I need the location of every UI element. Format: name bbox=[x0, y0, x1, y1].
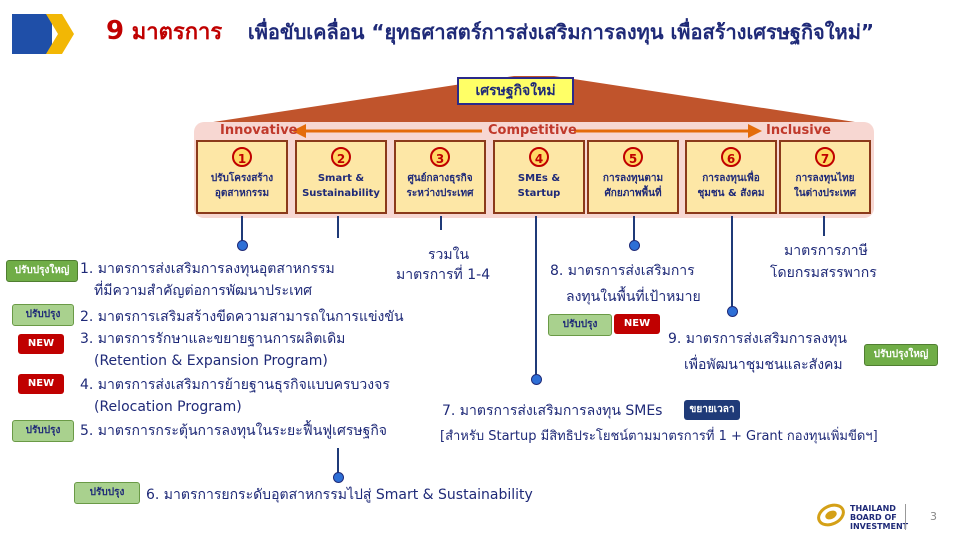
title-number: 9 bbox=[106, 16, 125, 46]
measure-7-line2: [สำหรับ Startup มีสิทธิประโยชน์ตามมาตรกา… bbox=[440, 429, 878, 444]
pillar-2: 2 Smart & Sustainability bbox=[295, 140, 387, 214]
measure-2: 2. มาตรการเสริมสร้างขีดความสามารถในการแข… bbox=[80, 309, 404, 325]
logo-text: THAILAND BOARD OF INVESTMENT bbox=[850, 504, 908, 531]
measure-6: 6. มาตรการยกระดับอุตสาหกรรมไปสู่ Smart &… bbox=[146, 487, 533, 503]
measure-4-line1: 4. มาตรการส่งเสริมการย้ายฐานธุรกิจแบบครบ… bbox=[80, 377, 390, 393]
note-pillar3-line1: รวมใน bbox=[428, 247, 470, 263]
pillar-1: 1 ปรับโครงสร้าง อุตสาหกรรม bbox=[196, 140, 288, 214]
axis-arrow bbox=[292, 124, 762, 138]
axis-center-label: Competitive bbox=[488, 123, 577, 138]
logo-text-line2: BOARD OF bbox=[850, 513, 897, 522]
status-badge-improve: ปรับปรุง bbox=[74, 482, 140, 504]
measure-3-line2: (Retention & Expansion Program) bbox=[94, 353, 328, 369]
pillar-label-line1: ศูนย์กลางธุรกิจ bbox=[407, 173, 473, 184]
pillar-label-line2: ชุมชน & สังคม bbox=[697, 188, 765, 199]
status-badge-improve: ปรับปรุง bbox=[12, 420, 74, 442]
measure-4-line2: (Relocation Program) bbox=[94, 399, 242, 415]
pillar-label-line1: การลงทุนไทย bbox=[795, 173, 855, 184]
status-badge-major: ปรับปรุงใหญ่ bbox=[6, 260, 78, 282]
title-subtitle: เพื่อขับเคลื่อน “ยุทธศาสตร์การส่งเสริมกา… bbox=[247, 20, 875, 44]
connector-line bbox=[241, 216, 243, 242]
pillar-number: 2 bbox=[331, 147, 351, 167]
status-badge-major: ปรับปรุงใหญ่ bbox=[864, 344, 938, 366]
pillar-3: 3 ศูนย์กลางธุรกิจ ระหว่างประเทศ bbox=[394, 140, 486, 214]
connector-line bbox=[440, 216, 442, 230]
pillar-6: 6 การลงทุนเพื่อ ชุมชน & สังคม bbox=[685, 140, 777, 214]
connector-dot bbox=[531, 374, 542, 385]
note-pillar7-line1: มาตรการภาษี bbox=[784, 243, 868, 259]
measure-7-line1: 7. มาตรการส่งเสริมการลงทุน SMEs bbox=[442, 403, 663, 419]
title-main: มาตรการ bbox=[131, 20, 223, 45]
connector-line bbox=[337, 216, 339, 238]
roof-label: เศรษฐกิจใหม่ bbox=[457, 77, 574, 105]
pillar-number: 1 bbox=[232, 147, 252, 167]
connector-line bbox=[633, 216, 635, 242]
logo-text-line1: THAILAND bbox=[850, 504, 896, 513]
pillar-number: 3 bbox=[430, 147, 450, 167]
pillar-label-line2: อุตสาหกรรม bbox=[214, 188, 270, 199]
pillar-label-line2: ในต่างประเทศ bbox=[793, 188, 857, 199]
page-number: 3 bbox=[930, 510, 937, 523]
status-badge-improve: ปรับปรุง bbox=[12, 304, 74, 326]
connector-line bbox=[823, 216, 825, 236]
logo-divider bbox=[905, 504, 906, 530]
pillar-number: 5 bbox=[623, 147, 643, 167]
connector-dot bbox=[333, 472, 344, 483]
pillar-number: 6 bbox=[721, 147, 741, 167]
pillar-label-line1: การลงทุนเพื่อ bbox=[702, 173, 760, 184]
connector-dot bbox=[629, 240, 640, 251]
status-badge-new: NEW bbox=[18, 374, 64, 394]
pillar-number: 7 bbox=[815, 147, 835, 167]
connector-dot bbox=[237, 240, 248, 251]
pillar-4: 4 SMEs & Startup bbox=[493, 140, 585, 214]
pillar-label-line2: Sustainability bbox=[302, 188, 380, 199]
logo-text-line3: INVESTMENT bbox=[850, 522, 909, 531]
boi-logo-icon bbox=[817, 503, 845, 527]
measure-1-line1: 1. มาตรการส่งเสริมการลงทุนอุตสาหกรรม bbox=[80, 261, 335, 277]
pillar-label-line1: Smart & bbox=[317, 173, 365, 184]
note-pillar3-line2: มาตรการที่ 1-4 bbox=[396, 267, 491, 283]
measure-9-line1: 9. มาตรการส่งเสริมการลงทุน bbox=[668, 331, 847, 347]
pillar-7: 7 การลงทุนไทย ในต่างประเทศ bbox=[779, 140, 871, 214]
measure-8-line1: 8. มาตรการส่งเสริมการ bbox=[550, 263, 695, 279]
connector-dot bbox=[727, 306, 738, 317]
measure-8-line2: ลงทุนในพื้นที่เป้าหมาย bbox=[566, 289, 701, 305]
note-pillar7-line2: โดยกรมสรรพากร bbox=[770, 265, 877, 281]
measure-9-line2: เพื่อพัฒนาชุมชนและสังคม bbox=[684, 357, 843, 373]
measure-3-line1: 3. มาตรการรักษาและขยายฐานการผลิตเดิม bbox=[80, 331, 346, 347]
measure-1-line2: ที่มีความสำคัญต่อการพัฒนาประเทศ bbox=[94, 283, 312, 299]
pillar-label-line2: Startup bbox=[517, 188, 561, 199]
measure-5: 5. มาตรการกระตุ้นการลงทุนในระยะฟื้นฟูเศร… bbox=[80, 423, 388, 439]
connector-line bbox=[535, 216, 537, 376]
status-badge-new: NEW bbox=[614, 314, 660, 334]
status-badge-new: NEW bbox=[18, 334, 64, 354]
pillar-label-line1: SMEs & bbox=[517, 173, 561, 184]
chevron-logo-icon bbox=[12, 14, 74, 54]
pillar-label-line1: การลงทุนตาม bbox=[602, 173, 664, 184]
axis-left-label: Innovative bbox=[220, 123, 298, 138]
status-badge-improve: ปรับปรุง bbox=[548, 314, 612, 336]
page-title: 9 มาตรการ เพื่อขับเคลื่อน “ยุทธศาสตร์การ… bbox=[106, 14, 874, 49]
status-badge-extend: ขยายเวลา bbox=[684, 400, 740, 420]
connector-line bbox=[731, 216, 733, 308]
pillar-5: 5 การลงทุนตาม ศักยภาพพื้นที่ bbox=[587, 140, 679, 214]
connector-line bbox=[337, 448, 339, 474]
axis-right-label: Inclusive bbox=[766, 123, 831, 138]
pillar-number: 4 bbox=[529, 147, 549, 167]
pillar-label-line2: ศักยภาพพื้นที่ bbox=[604, 188, 662, 199]
pillar-label-line2: ระหว่างประเทศ bbox=[406, 188, 474, 199]
pillar-label-line1: ปรับโครงสร้าง bbox=[210, 173, 274, 184]
